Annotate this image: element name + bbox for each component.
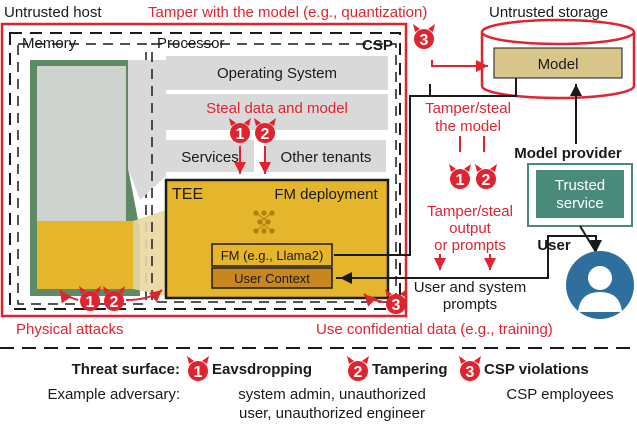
user-label: User	[537, 237, 571, 254]
badge-2-processor: 2	[254, 118, 276, 143]
model-label: Model	[538, 56, 579, 73]
fm-llama-box	[211, 243, 333, 267]
badge-1-output: 1	[449, 164, 471, 189]
badge-3-top: 3	[413, 24, 435, 49]
threat-surface-label: Threat surface:	[72, 361, 180, 378]
memory-to-cpu-band	[128, 60, 166, 200]
user-system-prompts-line1: User and system	[414, 279, 527, 296]
adversary-12-line2: user, unauthorized engineer	[239, 405, 425, 422]
memory-page-light	[37, 66, 126, 222]
csp-box	[9, 32, 401, 310]
adversary-12-line1: system admin, unauthorized	[238, 386, 426, 403]
legend-badge-1-text: 1	[194, 364, 203, 381]
legend-badge-2-text: 2	[354, 364, 363, 381]
legend-badge-2: 2	[347, 356, 369, 381]
memory-to-tee-band	[133, 210, 166, 296]
use-confidential-label: Use confidential data (e.g., training)	[316, 321, 553, 338]
untrusted-storage-label: Untrusted storage	[489, 4, 608, 21]
confidential-arrow	[363, 293, 385, 307]
badge-2-processor-text: 2	[261, 126, 270, 143]
trusted-to-user-line	[579, 225, 597, 253]
trusted-service-box	[536, 170, 624, 218]
eavesdropping-label: Eavsdropping	[212, 361, 312, 378]
person-icon	[566, 251, 634, 319]
adversary-3-label: CSP employees	[506, 386, 613, 403]
processor-box	[151, 43, 397, 303]
badge-1-physical-text: 1	[86, 294, 95, 311]
tampering-label: Tampering	[372, 361, 448, 378]
legend-badge-1: 1	[187, 356, 209, 381]
badge-2-physical: 2	[103, 286, 125, 311]
badge-2-physical-text: 2	[110, 294, 119, 311]
steal-data-band	[166, 94, 388, 130]
other-tenants-box	[266, 140, 386, 172]
tamper-steal-output-line2: output	[449, 220, 492, 237]
untrusted-host-label: Untrusted host	[4, 4, 102, 21]
fm-to-model-line	[334, 95, 430, 256]
memory-enclave-gold	[37, 221, 133, 289]
model-to-tee-black-line	[429, 78, 517, 97]
fm-llama-label: FM (e.g., Llama2)	[221, 248, 324, 263]
tamper-steal-output-line1: Tamper/steal	[427, 203, 513, 220]
untrusted-host-box	[0, 22, 408, 318]
other-tenants-label: Other tenants	[281, 149, 372, 166]
example-adversary-label: Example adversary:	[47, 386, 180, 403]
tamper-model-arrow	[431, 60, 488, 72]
physical-attacks-label: Physical attacks	[16, 321, 124, 338]
services-label: Services	[181, 149, 239, 166]
operating-system-box	[166, 56, 388, 90]
badge-2-output: 2	[475, 164, 497, 189]
badge-3-bottom: 3	[385, 289, 407, 314]
tamper-steal-output-line3: or prompts	[434, 237, 506, 254]
badge-3-bottom-text: 3	[392, 297, 401, 314]
badge-1-physical: 1	[79, 286, 101, 311]
memory-label: Memory	[22, 35, 77, 52]
tee-label: TEE	[172, 186, 203, 203]
processor-label: Processor	[157, 35, 225, 52]
csp-label: CSP	[362, 37, 393, 54]
user-context-box	[211, 267, 333, 289]
user-context-line	[336, 235, 602, 279]
badge-3-top-text: 3	[420, 32, 429, 49]
fm-deployment-label: FM deployment	[274, 186, 378, 203]
user-system-prompts-line2: prompts	[443, 296, 497, 313]
legend-badge-3-text: 3	[466, 364, 475, 381]
badge-1-output-text: 1	[456, 172, 465, 189]
physical-arrow-right	[125, 289, 163, 303]
csp-violations-label: CSP violations	[484, 361, 589, 378]
badge-1-processor: 1	[229, 118, 251, 143]
operating-system-label: Operating System	[217, 65, 337, 82]
physical-arrow-left	[59, 289, 79, 304]
tamper-model-top-label: Tamper with the model (e.g., quantizatio…	[148, 4, 427, 21]
badge-2-output-text: 2	[482, 172, 491, 189]
model-box	[493, 47, 623, 79]
model-provider-label: Model provider	[514, 145, 622, 162]
tamper-steal-model-line1: Tamper/steal	[425, 100, 511, 117]
trusted-service-line1: Trusted	[555, 177, 605, 194]
steal-data-label: Steal data and model	[206, 100, 348, 117]
badge-1-processor-text: 1	[236, 126, 245, 143]
legend-badge-3: 3	[459, 356, 481, 381]
user-context-label: User Context	[234, 271, 310, 286]
trusted-service-line2: service	[556, 195, 604, 212]
tamper-steal-model-line2: the model	[435, 118, 501, 135]
network-graph-icon	[253, 210, 275, 234]
